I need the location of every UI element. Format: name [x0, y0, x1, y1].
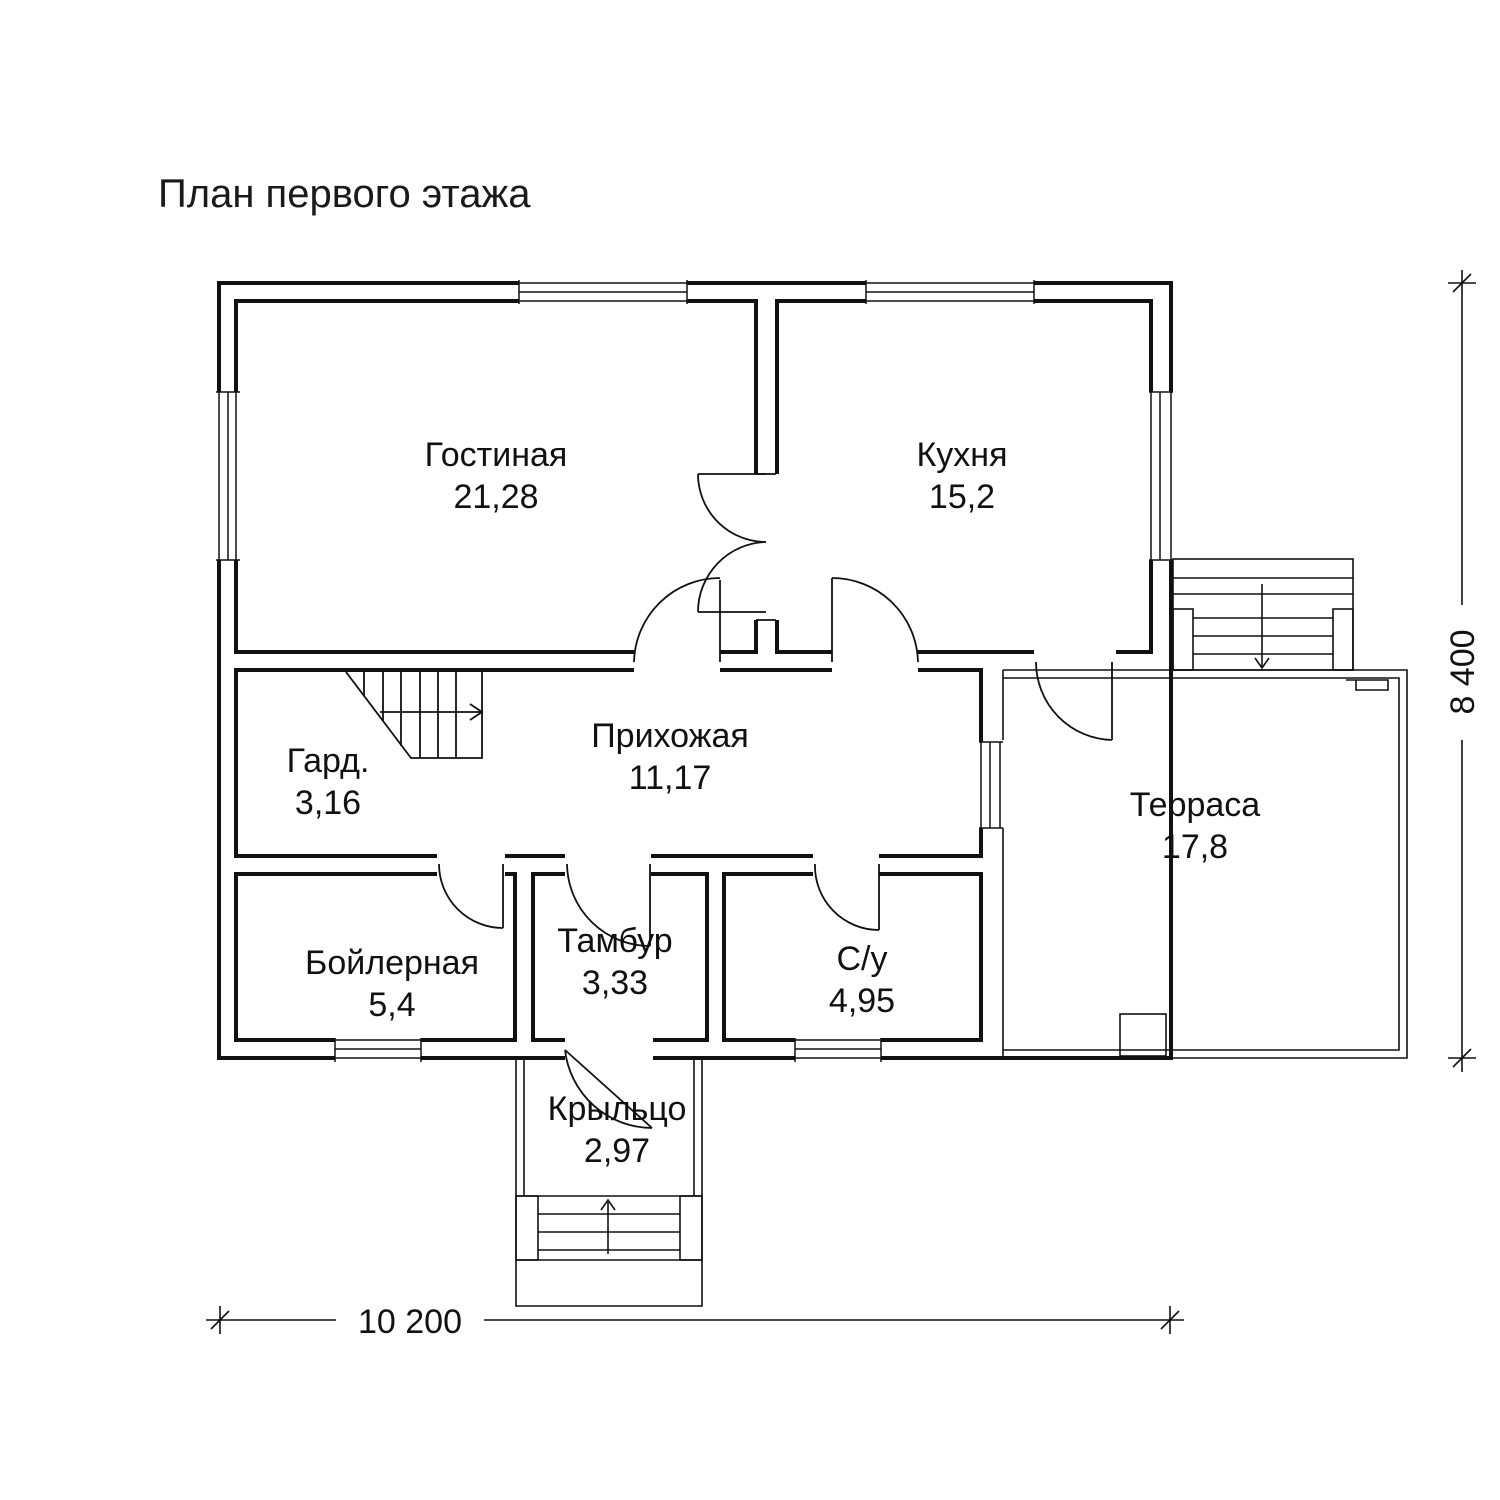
door-gap-living-hall — [634, 650, 720, 672]
door-openings — [437, 474, 1116, 1062]
room-vestibule-area: 3,33 — [582, 964, 648, 1002]
window-top-living — [518, 280, 688, 304]
room-living-area: 21,28 — [453, 478, 538, 516]
window-left-living — [216, 391, 240, 561]
door-gap-kitchen-terrace — [1034, 650, 1116, 672]
room-wardrobe-name: Гард. — [287, 742, 370, 780]
room-porch-area: 2,97 — [584, 1132, 650, 1170]
room-living-name: Гостиная — [425, 436, 568, 474]
door-gap-vestibule — [565, 854, 651, 876]
room-bathroom-name: С/у — [837, 940, 888, 978]
dimension-lines — [206, 270, 1476, 1334]
window-hallway-right — [979, 741, 1003, 829]
kitchen-wall — [775, 299, 1153, 654]
room-terrace-area: 17,8 — [1162, 828, 1228, 866]
plan-title: План первого этажа — [158, 172, 531, 216]
door-gap-porch — [565, 1038, 653, 1062]
doors — [438, 473, 1113, 1129]
interior-stairs — [345, 671, 484, 759]
height-dimension: 8 400 — [1444, 629, 1482, 714]
room-boiler-area: 5,4 — [368, 986, 415, 1024]
room-hallway-name: Прихожая — [591, 717, 749, 755]
door-gap-bathroom — [813, 854, 879, 876]
room-porch-name: Крыльцо — [548, 1090, 687, 1128]
room-labels: Гостиная 21,28 Кухня 15,2 Прихожая 11,17… — [287, 436, 1261, 1170]
door-gap-kitchen-hall — [832, 650, 918, 672]
room-vestibule-name: Тамбур — [557, 922, 672, 960]
porch — [515, 1058, 703, 1307]
room-terrace-name: Терраса — [1130, 786, 1260, 824]
window-bottom-boiler — [334, 1038, 422, 1062]
room-wardrobe-area: 3,16 — [295, 784, 361, 822]
room-boiler-name: Бойлерная — [305, 944, 479, 982]
room-hallway-area: 11,17 — [629, 759, 712, 797]
width-dimension: 10 200 — [358, 1303, 462, 1341]
window-top-kitchen — [865, 280, 1035, 304]
terrace — [1002, 558, 1408, 1059]
door-gap-boiler — [437, 854, 505, 876]
window-right-kitchen — [1149, 391, 1173, 561]
room-kitchen-area: 15,2 — [929, 478, 995, 516]
room-bathroom-area: 4,95 — [829, 982, 895, 1020]
door-gap-living-kitchen — [754, 474, 780, 620]
living-room-wall — [234, 299, 758, 654]
room-kitchen-name: Кухня — [917, 436, 1008, 474]
windows — [216, 280, 1173, 1062]
window-bottom-bathroom — [794, 1038, 882, 1062]
